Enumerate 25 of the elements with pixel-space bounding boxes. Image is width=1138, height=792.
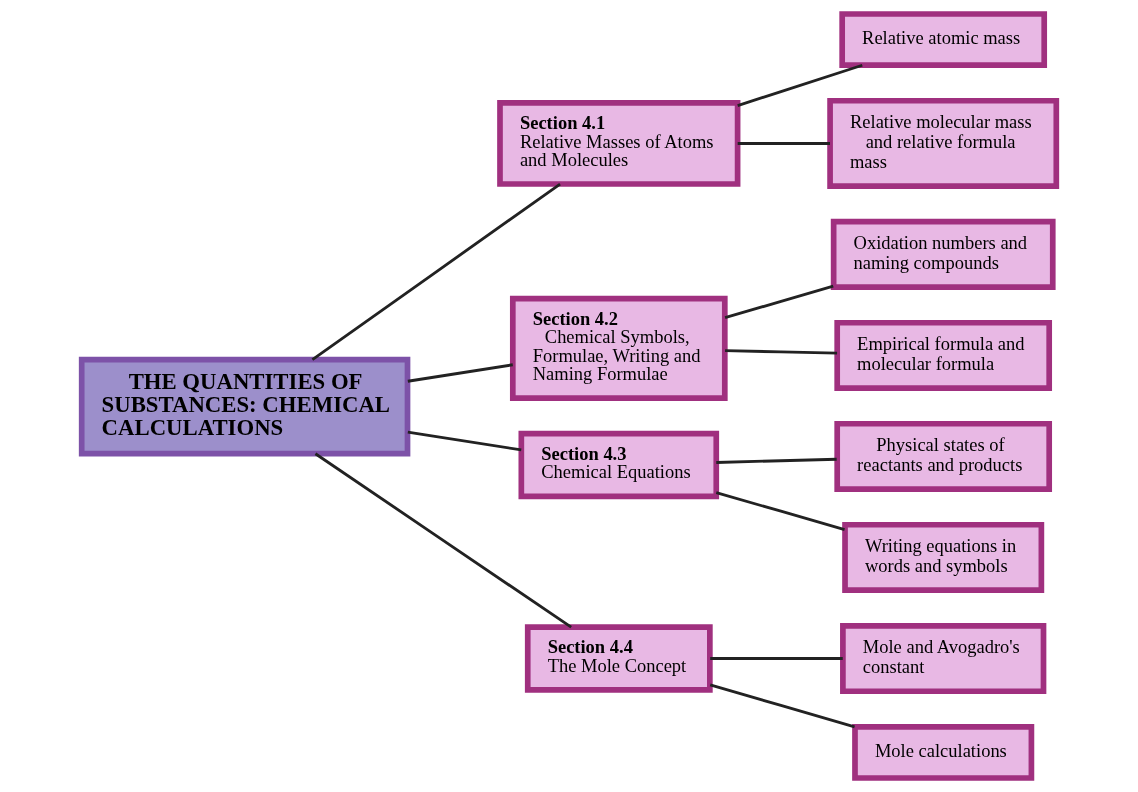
connector bbox=[314, 452, 572, 629]
connector bbox=[737, 142, 830, 145]
connector bbox=[715, 491, 845, 531]
node-box: Oxidation numbers and naming compounds bbox=[830, 218, 1056, 290]
connector bbox=[407, 363, 513, 383]
connector bbox=[737, 63, 863, 107]
node-box: Relative molecular mass and relative formula mass bbox=[827, 97, 1060, 189]
connector bbox=[407, 430, 522, 452]
connector bbox=[725, 349, 838, 355]
connector bbox=[724, 284, 834, 320]
node-box: Section 4.3 Chemical Equations bbox=[518, 430, 720, 500]
node-box: Section 4.2 Chemical Symbols, Formulae, Writing and Naming Formulae bbox=[509, 295, 728, 401]
node-box: Mole calculations bbox=[852, 723, 1035, 781]
node-box: Relative atomic mass bbox=[839, 11, 1048, 69]
connector bbox=[716, 457, 837, 464]
node-box: Section 4.1 Relative Masses of Atoms and Molecules bbox=[497, 100, 741, 187]
node-box: Physical states of reactants and products bbox=[834, 420, 1053, 493]
connector bbox=[311, 182, 561, 361]
node-box: Writing equations in words and symbols bbox=[842, 521, 1045, 594]
node-box: THE QUANTITIES OF SUBSTANCES: CHEMICAL CALCULATIONS bbox=[78, 356, 411, 457]
node-box: Empirical formula and molecular formula bbox=[834, 319, 1053, 391]
node-box: Section 4.4 The Mole Concept bbox=[524, 624, 713, 693]
connector bbox=[709, 683, 855, 729]
node-box: Mole and Avogadro's constant bbox=[840, 622, 1047, 695]
connector bbox=[710, 657, 843, 660]
